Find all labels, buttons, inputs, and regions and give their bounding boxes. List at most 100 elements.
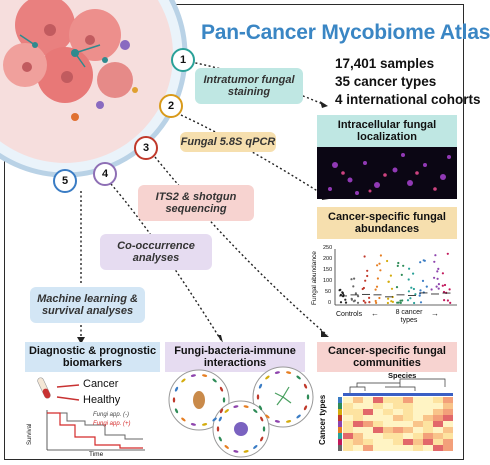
heatmap-xlabel: Species <box>388 371 417 380</box>
abundance-dot <box>436 270 439 273</box>
microbe-mark <box>306 394 310 400</box>
ytick-150: 150 <box>323 267 333 273</box>
page-title: Pan-Cancer Mycobiome Atlas <box>201 21 490 44</box>
heatmap-cell <box>403 445 413 451</box>
step-3-circle <box>134 136 158 160</box>
abundance-dot <box>356 301 360 304</box>
interaction-circles <box>168 366 314 458</box>
microbe-mark <box>190 374 196 377</box>
heatmap-cell <box>393 439 403 445</box>
microbe-mark <box>274 371 280 374</box>
stat-cancer-types: 35 cancer types <box>335 74 437 89</box>
heatmap-cell <box>403 439 413 445</box>
heatmap-cell <box>413 403 423 409</box>
heatmap-cell <box>383 409 393 415</box>
abundance-dot <box>350 278 353 281</box>
heatmap-cell <box>353 421 363 427</box>
microbe-mark <box>216 426 220 432</box>
communities-header: Cancer-specific fungal communities <box>328 345 446 369</box>
abundance-dot <box>399 299 402 302</box>
microbe-mark <box>243 405 249 408</box>
abundance-dot <box>363 255 366 258</box>
abundance-dot <box>408 267 411 270</box>
heatmap-cell <box>373 403 383 409</box>
heatmap <box>338 378 453 451</box>
heatmap-cell <box>393 427 403 433</box>
abundance-dot <box>339 288 342 291</box>
abundance-dot <box>386 301 389 305</box>
cancer-legend: Cancer <box>83 378 119 390</box>
abundance-dot <box>401 299 404 302</box>
abundance-dot <box>376 277 379 280</box>
heatmap-row-annotation <box>338 445 342 451</box>
abundance-dot <box>376 264 379 267</box>
heatmap-cell <box>393 433 403 439</box>
microbe-mark <box>296 414 301 419</box>
abundance-dot <box>387 280 390 283</box>
microbe-mark <box>286 371 292 374</box>
abundance-dot <box>407 278 410 281</box>
heatmap-cell <box>353 403 363 409</box>
heatmap-cell <box>423 397 433 403</box>
abundance-dot <box>389 274 392 277</box>
microbe-mark <box>253 409 258 413</box>
heatmap-cell <box>413 409 423 415</box>
abundance-dot <box>446 299 449 302</box>
heatmap-row-annotation <box>338 433 342 439</box>
heatmap-cell <box>373 415 383 421</box>
abundance-dot <box>344 301 348 304</box>
abundance-dot <box>374 288 377 291</box>
heatmap-cell <box>423 409 433 415</box>
heatmap-cell <box>443 427 453 433</box>
cancer-types-label: 8 cancer types <box>395 309 423 324</box>
heatmap-row-annotation <box>338 439 342 445</box>
heatmap-cell <box>423 445 433 451</box>
heatmap-cell <box>373 397 383 403</box>
cancer-legend-line <box>56 384 80 388</box>
step-1-box <box>195 68 303 104</box>
heatmap-cell <box>403 397 413 403</box>
step-4-circle <box>93 162 117 186</box>
localization-header: Intracellular fungal localization <box>337 119 437 143</box>
microbe-mark <box>172 397 176 403</box>
heatmap-cell <box>413 415 423 421</box>
abundances-header-bg <box>317 207 457 239</box>
abundance-dot <box>443 299 446 302</box>
microbe-mark <box>233 450 239 453</box>
interactions-header: Fungi-bacteria-immune interactions <box>174 345 296 369</box>
heatmap-cell <box>423 433 433 439</box>
heatmap-row-annotation <box>338 397 342 403</box>
heatmap-cell <box>343 415 353 421</box>
heatmap-ylabel: Cancer types <box>318 394 327 445</box>
heatmap-cell <box>373 421 383 427</box>
abundance-dot <box>397 261 400 265</box>
heatmap-row-annotation <box>338 415 342 421</box>
step-5-circle <box>53 169 77 193</box>
abundance-dot <box>435 285 438 288</box>
abundance-dot <box>425 285 428 288</box>
heatmap-cell <box>373 409 383 415</box>
abundance-dot <box>413 301 416 305</box>
step-3-label: ITS2 & shotgun sequencing <box>155 191 237 215</box>
heatmap-cell <box>353 445 363 451</box>
heatmap-cell <box>393 421 403 427</box>
heatmap-cell <box>443 403 453 409</box>
abundance-dot <box>368 301 371 304</box>
microbe-mark <box>212 378 217 383</box>
abundance-dot <box>437 287 440 290</box>
heatmap-cell <box>353 433 363 439</box>
survival-xlabel: Time <box>89 451 104 458</box>
abundance-dot <box>399 301 402 304</box>
step-2-box <box>180 132 276 152</box>
abundance-dot <box>402 264 405 267</box>
abundance-dot <box>437 267 440 270</box>
heatmap-cell <box>383 421 393 427</box>
heatmap-cell <box>443 415 453 421</box>
heatmap-cell <box>343 427 353 433</box>
abundance-dot <box>443 283 447 287</box>
communities-header-bg <box>317 342 457 372</box>
heatmap-cell <box>383 397 393 403</box>
healthy-legend-line <box>56 396 80 401</box>
heatmap-cell <box>383 445 393 451</box>
abundance-dot <box>364 279 367 282</box>
